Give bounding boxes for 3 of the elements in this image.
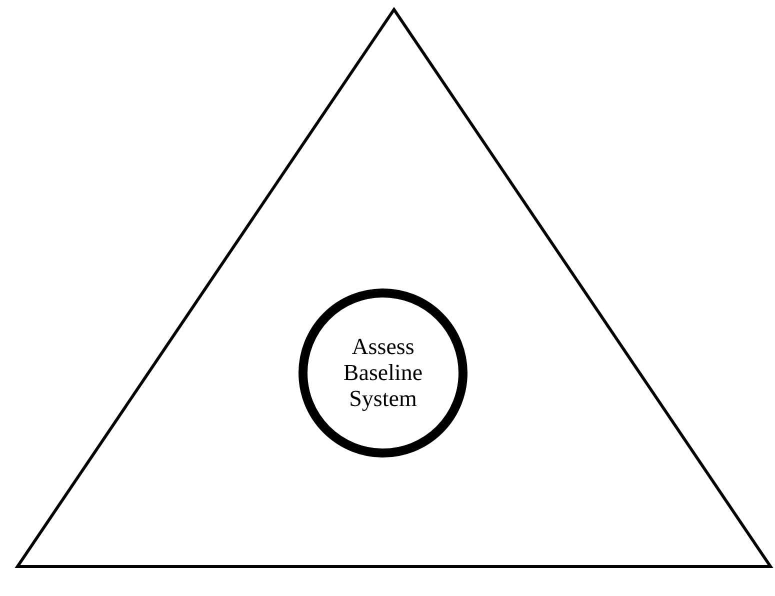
- node-label: Assess Baseline System: [342, 334, 424, 412]
- circle-node: [298, 288, 468, 458]
- triangle-shape: [16, 8, 772, 568]
